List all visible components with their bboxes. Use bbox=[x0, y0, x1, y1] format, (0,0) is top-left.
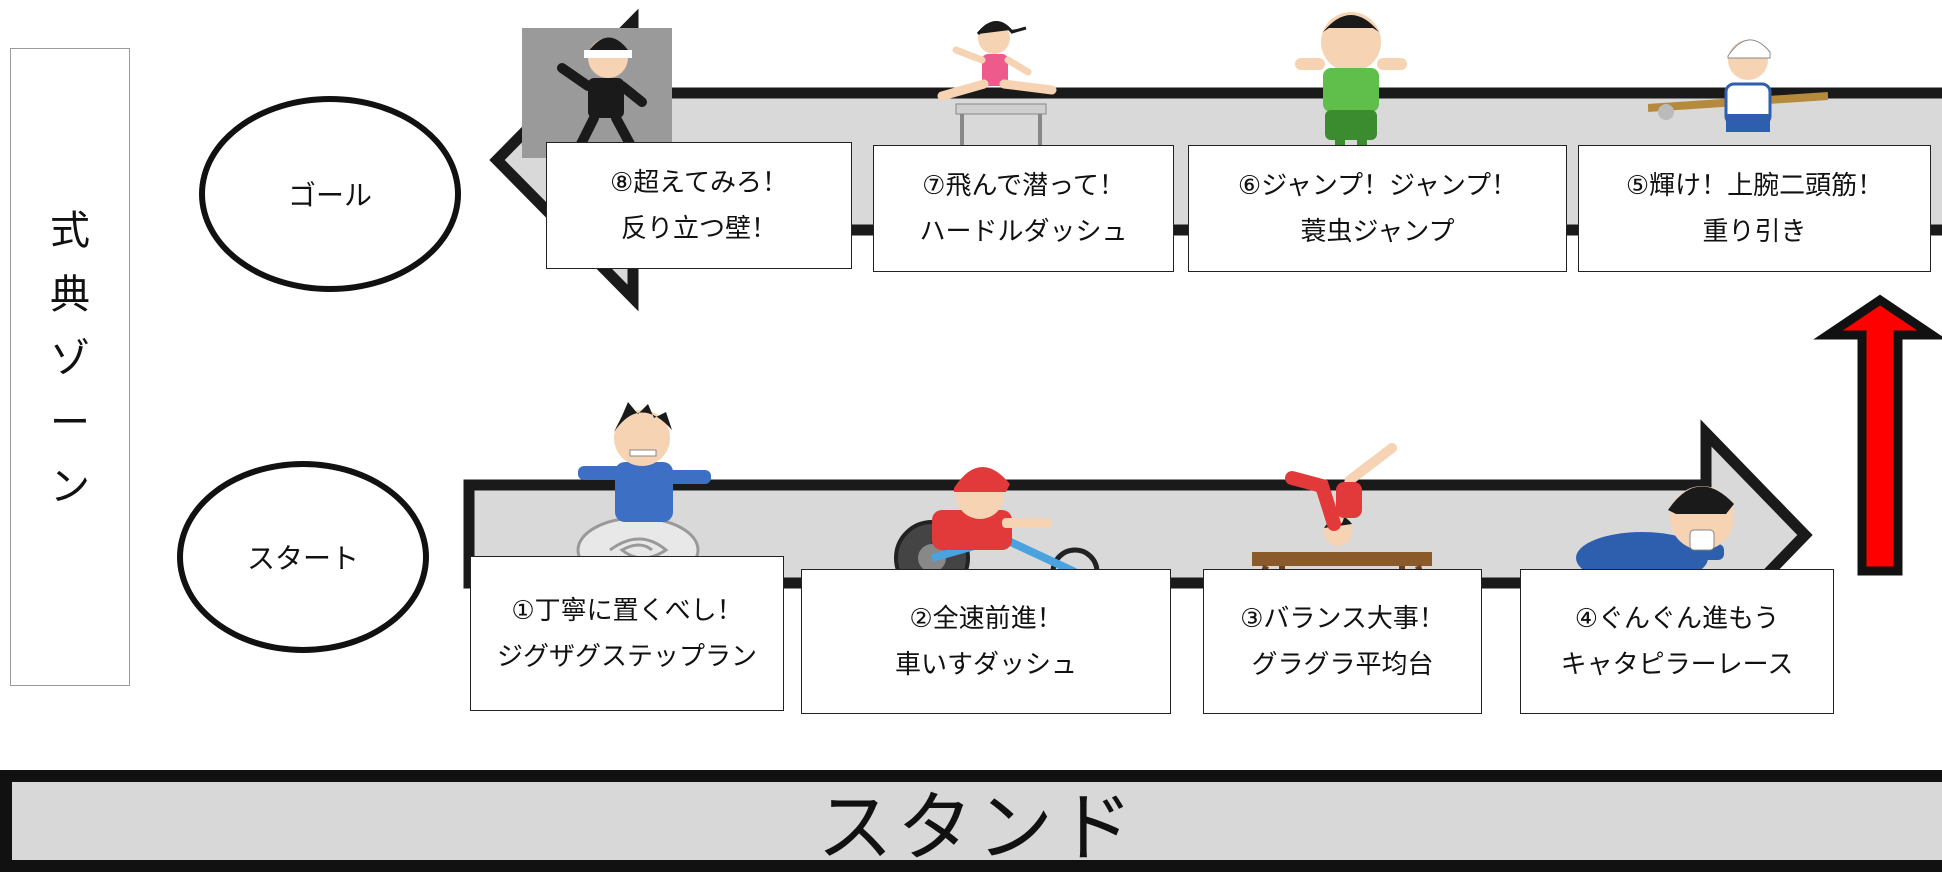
rope-pull-icon bbox=[1648, 39, 1828, 132]
station-title: ⑧超えてみろ！ bbox=[609, 167, 788, 198]
up-arrow bbox=[1813, 294, 1942, 576]
station-subtitle: 車いすダッシュ bbox=[894, 649, 1077, 680]
station-subtitle: キャタピラーレース bbox=[1560, 649, 1794, 680]
station-subtitle: 反り立つ壁！ bbox=[620, 213, 777, 244]
station-box: ⑥ジャンプ！ジャンプ！ 蓑虫ジャンプ bbox=[1188, 145, 1567, 272]
zone-char: 式 bbox=[50, 208, 90, 254]
start-label: スタート bbox=[246, 542, 359, 575]
jumping-kid-icon bbox=[1295, 12, 1407, 154]
wheelchair-racer-icon bbox=[894, 466, 1100, 597]
start-oval: スタート bbox=[177, 461, 429, 653]
zone-char: 典 bbox=[50, 272, 90, 318]
station-subtitle: 重り引き bbox=[1702, 216, 1807, 247]
zone-char: ー bbox=[50, 400, 90, 446]
station-box: ⑤輝け！上腕二頭筋！ 重り引き bbox=[1578, 145, 1931, 272]
station-title: ④ぐんぐん進もう bbox=[1574, 603, 1780, 634]
zone-char: ゾ bbox=[50, 336, 90, 382]
station-title: ⑤輝け！上腕二頭筋！ bbox=[1625, 170, 1884, 201]
station-box: ⑦飛んで潜って！ ハードルダッシュ bbox=[873, 145, 1174, 272]
stand-banner: スタンド bbox=[0, 770, 1942, 872]
station-box: ⑧超えてみろ！ 反り立つ壁！ bbox=[546, 142, 852, 269]
station-subtitle: グラグラ平均台 bbox=[1251, 649, 1434, 680]
zone-char: ン bbox=[50, 464, 90, 510]
station-title: ②全速前進！ bbox=[909, 603, 1063, 634]
station-title: ⑥ジャンプ！ジャンプ！ bbox=[1237, 170, 1518, 201]
goal-label: ゴール bbox=[287, 179, 372, 212]
station-title: ③バランス大事！ bbox=[1240, 603, 1445, 634]
station-box: ③バランス大事！ グラグラ平均台 bbox=[1203, 569, 1482, 714]
station-title: ⑦飛んで潜って！ bbox=[922, 170, 1125, 201]
goal-oval: ゴール bbox=[199, 96, 461, 292]
station-box: ①丁寧に置くべし！ ジグザグステップラン bbox=[470, 556, 784, 711]
station-subtitle: ハードルダッシュ bbox=[919, 216, 1128, 247]
station-subtitle: 蓑虫ジャンプ bbox=[1300, 216, 1455, 247]
station-box: ②全速前進！ 車いすダッシュ bbox=[801, 569, 1171, 714]
station-subtitle: ジグザグステップラン bbox=[496, 641, 757, 672]
station-title: ①丁寧に置くべし！ bbox=[511, 595, 743, 626]
ceremony-zone: 式 典 ゾ ー ン bbox=[10, 48, 130, 686]
hurdler-icon bbox=[937, 21, 1057, 152]
wall-climber-icon bbox=[522, 28, 672, 158]
stand-label: スタンド bbox=[817, 783, 1137, 872]
station-box: ④ぐんぐん進もう キャタピラーレース bbox=[1520, 569, 1834, 714]
